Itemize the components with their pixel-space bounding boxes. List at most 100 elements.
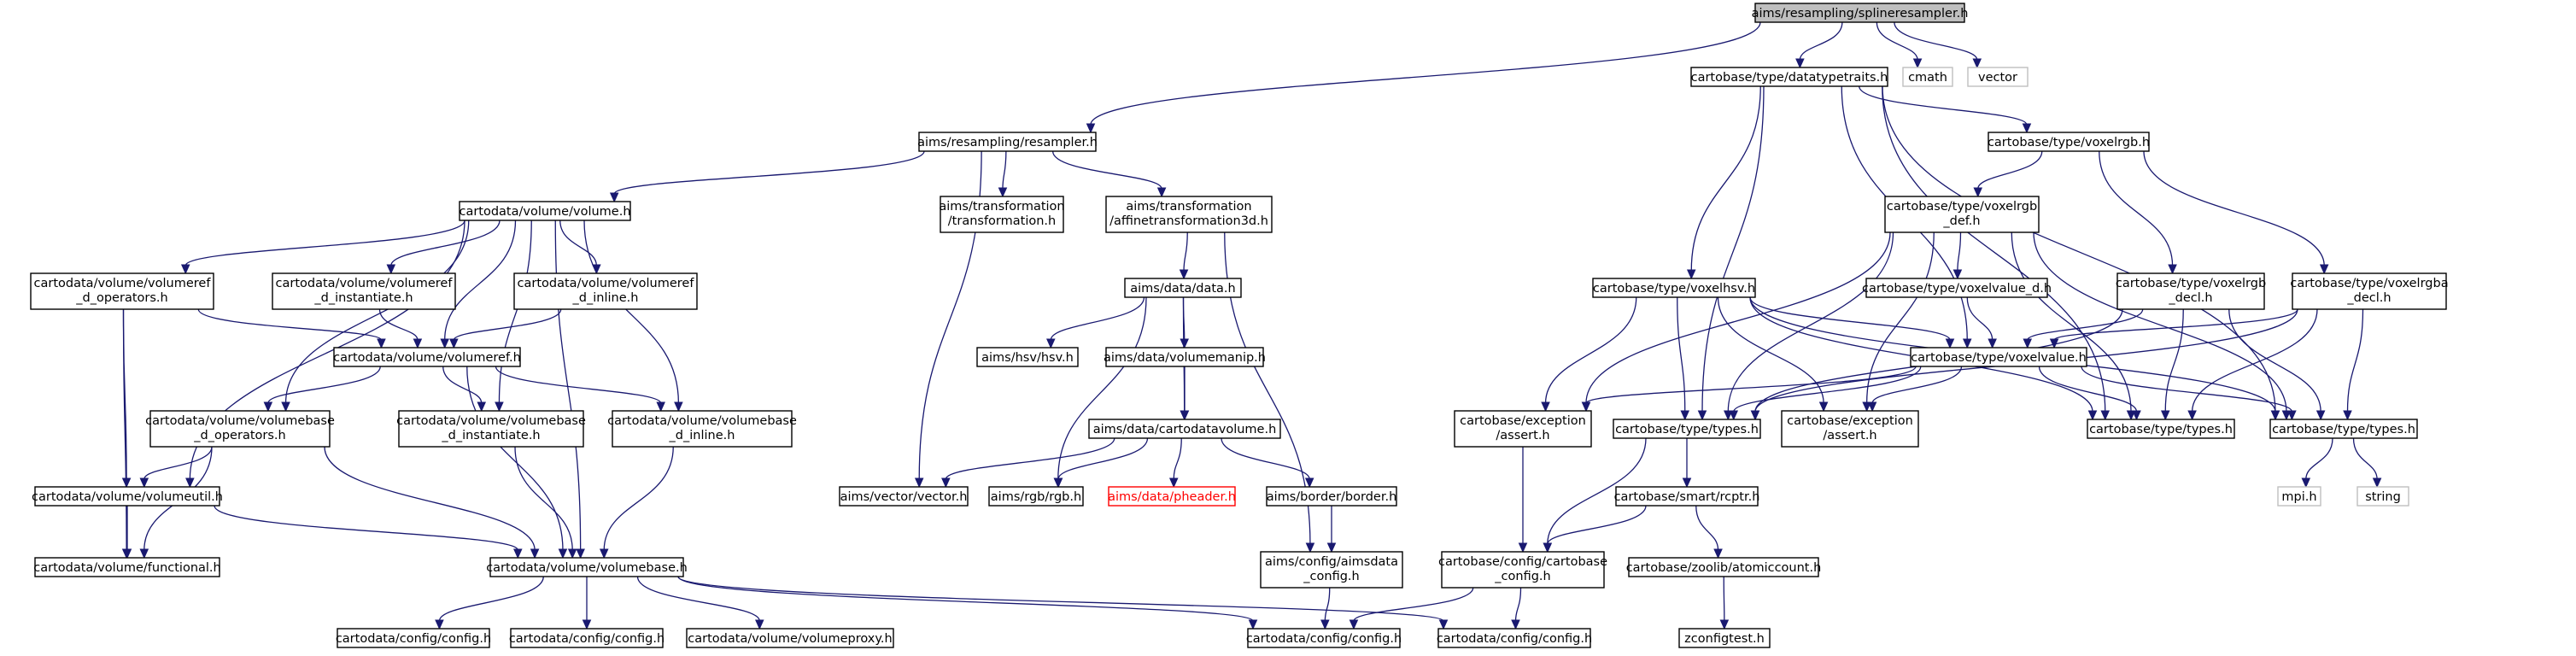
node-config3[interactable]: cartodata/config/config.h — [1246, 628, 1402, 648]
node-functional[interactable]: cartodata/volume/functional.h — [33, 557, 221, 577]
node-cartodatavolume[interactable]: aims/data/cartodatavolume.h — [1088, 419, 1281, 439]
node-volumeproxy[interactable]: cartodata/volume/volumeproxy.h — [686, 628, 894, 648]
node-volbase_dinl[interactable]: cartodata/volume/volumebase_d_inline.h — [607, 410, 797, 448]
edge-line — [1799, 21, 1843, 61]
node-exc_assert2[interactable]: cartobase/exception/assert.h — [1781, 410, 1919, 448]
node-affine3d[interactable]: aims/transformation/affinetransformation… — [1105, 196, 1273, 233]
arrowhead — [1818, 401, 1829, 413]
arrowhead — [2049, 338, 2059, 349]
node-box-root — [1754, 3, 1965, 23]
arrowhead — [1518, 542, 1528, 554]
node-config1[interactable]: cartodata/config/config.h — [336, 628, 491, 648]
node-voxelvalue[interactable]: cartobase/type/voxelvalue.h — [1910, 347, 2087, 367]
node-root[interactable]: aims/resampling/splineresampler.h — [1752, 3, 1969, 23]
edge-line — [442, 366, 483, 404]
node-label: aims/data/volumemanip.h — [1104, 351, 1266, 365]
node-zconfigtest[interactable]: zconfigtest.h — [1678, 628, 1771, 648]
edge-datatypetraits-to-types2 — [1882, 85, 2111, 421]
edge-line — [1050, 296, 1145, 341]
node-box-volref_dinl — [513, 272, 698, 310]
arrowhead — [674, 401, 683, 413]
node-box-volref_dinst — [272, 272, 456, 310]
node-transformation[interactable]: aims/transformation/transformation.h — [939, 196, 1065, 233]
node-cartobaseconfig[interactable]: cartobase/config/cartobase_config.h — [1438, 551, 1607, 589]
edge-voxelvalue-to-types — [1729, 366, 1922, 421]
nodes-layer: aims/resampling/splineresampler.h cartoba… — [30, 3, 2449, 648]
node-volumebase[interactable]: cartodata/volume/volumebase.h — [486, 557, 688, 577]
arrowhead — [2160, 410, 2170, 421]
node-config2[interactable]: cartodata/config/config.h — [509, 628, 664, 648]
edge-exc_assert1-to-cartobaseconfig — [1518, 447, 1528, 554]
node-voxelrgb_decl[interactable]: cartobase/type/voxelrgb_decl.h — [2116, 272, 2266, 310]
node-voxelhsv[interactable]: cartobase/type/voxelhsv.h — [1592, 278, 1756, 298]
edge-line — [122, 308, 127, 551]
node-box-vector — [1967, 67, 2029, 87]
edge-line — [2038, 366, 2138, 413]
node-volume[interactable]: cartodata/volume/volume.h — [459, 201, 631, 221]
node-volref_dinst[interactable]: cartodata/volume/volumeref_d_instantiate… — [272, 272, 456, 310]
edge-voxelrgba_decl-to-types2 — [2187, 308, 2318, 421]
node-volref_dinl[interactable]: cartodata/volume/volumeref_d_inline.h — [513, 272, 698, 310]
node-voxelrgb[interactable]: cartobase/type/voxelrgb.h — [1988, 132, 2150, 152]
edge-border-to-aimsdataconfig — [1326, 505, 1337, 554]
node-label: cartodata/volume/functional.h — [33, 561, 220, 575]
node-volumeref[interactable]: cartodata/volume/volumeref.h — [333, 347, 521, 367]
edge-voxelrgb_def-to-types2 — [2011, 231, 2136, 421]
edge-datatypetraits-to-voxelrgb — [1859, 85, 2032, 134]
node-aimsdata[interactable]: aims/data/data.h — [1124, 278, 1242, 298]
node-box-volumeutil — [34, 486, 220, 507]
node-aimsdataconfig[interactable]: aims/config/aimsdata_config.h — [1260, 551, 1403, 589]
arrowhead — [1046, 338, 1056, 349]
edge-cartodatavolume-to-vectorh — [941, 437, 1115, 489]
arrowhead — [377, 338, 386, 349]
node-label: cartodata/volume/volumebase — [396, 414, 586, 428]
node-hsv[interactable]: aims/hsv/hsv.h — [976, 347, 1079, 367]
arrowhead — [477, 401, 487, 413]
node-atomiccount[interactable]: cartobase/zoolib/atomiccount.h — [1626, 557, 1822, 577]
arrowhead — [1349, 619, 1359, 630]
arrowhead — [413, 338, 423, 349]
node-box-config2 — [510, 628, 664, 648]
node-types2[interactable]: cartobase/type/types.h — [2087, 419, 2235, 439]
edge-root-to-cmath — [1876, 21, 1923, 69]
node-pheader[interactable]: aims/data/pheader.h — [1108, 486, 1236, 507]
node-voxelrgb_def[interactable]: cartobase/type/voxelrgb_def.h — [1884, 196, 2040, 233]
node-label: /transformation.h — [948, 214, 1056, 228]
node-voxelrgba_decl[interactable]: cartobase/type/voxelrgba_decl.h — [2290, 272, 2449, 310]
node-vectorh[interactable]: aims/vector/vector.h — [839, 486, 969, 507]
edge-line — [2053, 308, 2298, 341]
edge-types3-to-mpi — [2301, 437, 2333, 489]
node-volumemanip[interactable]: aims/data/volumemanip.h — [1104, 347, 1266, 367]
node-volbase_dinst[interactable]: cartodata/volume/volumebase_d_instantiat… — [396, 410, 586, 448]
node-label: cartobase/smart/rcptr.h — [1614, 490, 1760, 504]
node-voxelvalue_d[interactable]: cartobase/type/voxelvalue_d.h — [1862, 278, 2052, 298]
arrowhead — [1682, 477, 1692, 489]
node-label: _config.h — [1303, 570, 1359, 583]
node-exc_assert1[interactable]: cartobase/exception/assert.h — [1454, 410, 1592, 448]
node-config4[interactable]: cartodata/config/config.h — [1437, 628, 1592, 648]
node-volumeutil[interactable]: cartodata/volume/volumeutil.h — [32, 486, 223, 507]
edge-line — [613, 150, 925, 195]
arrowhead — [1320, 619, 1330, 630]
edge-line — [184, 220, 465, 266]
node-label: cartodata/volume/volumeref — [34, 277, 212, 290]
node-types[interactable]: cartobase/type/types.h — [1613, 419, 1761, 439]
node-datatypetraits[interactable]: cartobase/type/datatypetraits.h — [1690, 67, 1888, 87]
node-resampler[interactable]: aims/resampling/resampler.h — [917, 132, 1098, 152]
node-volref_dops[interactable]: cartodata/volume/volumeref_d_operators.h — [30, 272, 214, 310]
node-rcptr[interactable]: cartobase/smart/rcptr.h — [1614, 486, 1760, 507]
node-types3[interactable]: cartobase/type/types.h — [2269, 419, 2418, 439]
arrowhead — [495, 401, 504, 413]
node-volbase_dops[interactable]: cartodata/volume/volumebase_d_operators.… — [145, 410, 335, 448]
edge-line — [1695, 505, 1719, 551]
edge-line — [1324, 587, 1331, 622]
edge-line — [378, 308, 419, 341]
edge-rcptr-to-atomiccount — [1695, 505, 1723, 559]
node-label: _config.h — [1494, 570, 1550, 583]
node-label: cartodata/volume/volumeref — [276, 277, 454, 290]
edge-line — [197, 308, 383, 341]
node-border[interactable]: aims/border/border.h — [1266, 486, 1397, 507]
edge-line — [390, 220, 501, 266]
node-label: cartodata/volume/volumeref.h — [333, 351, 521, 365]
node-rgb[interactable]: aims/rgb/rgb.h — [988, 486, 1084, 507]
